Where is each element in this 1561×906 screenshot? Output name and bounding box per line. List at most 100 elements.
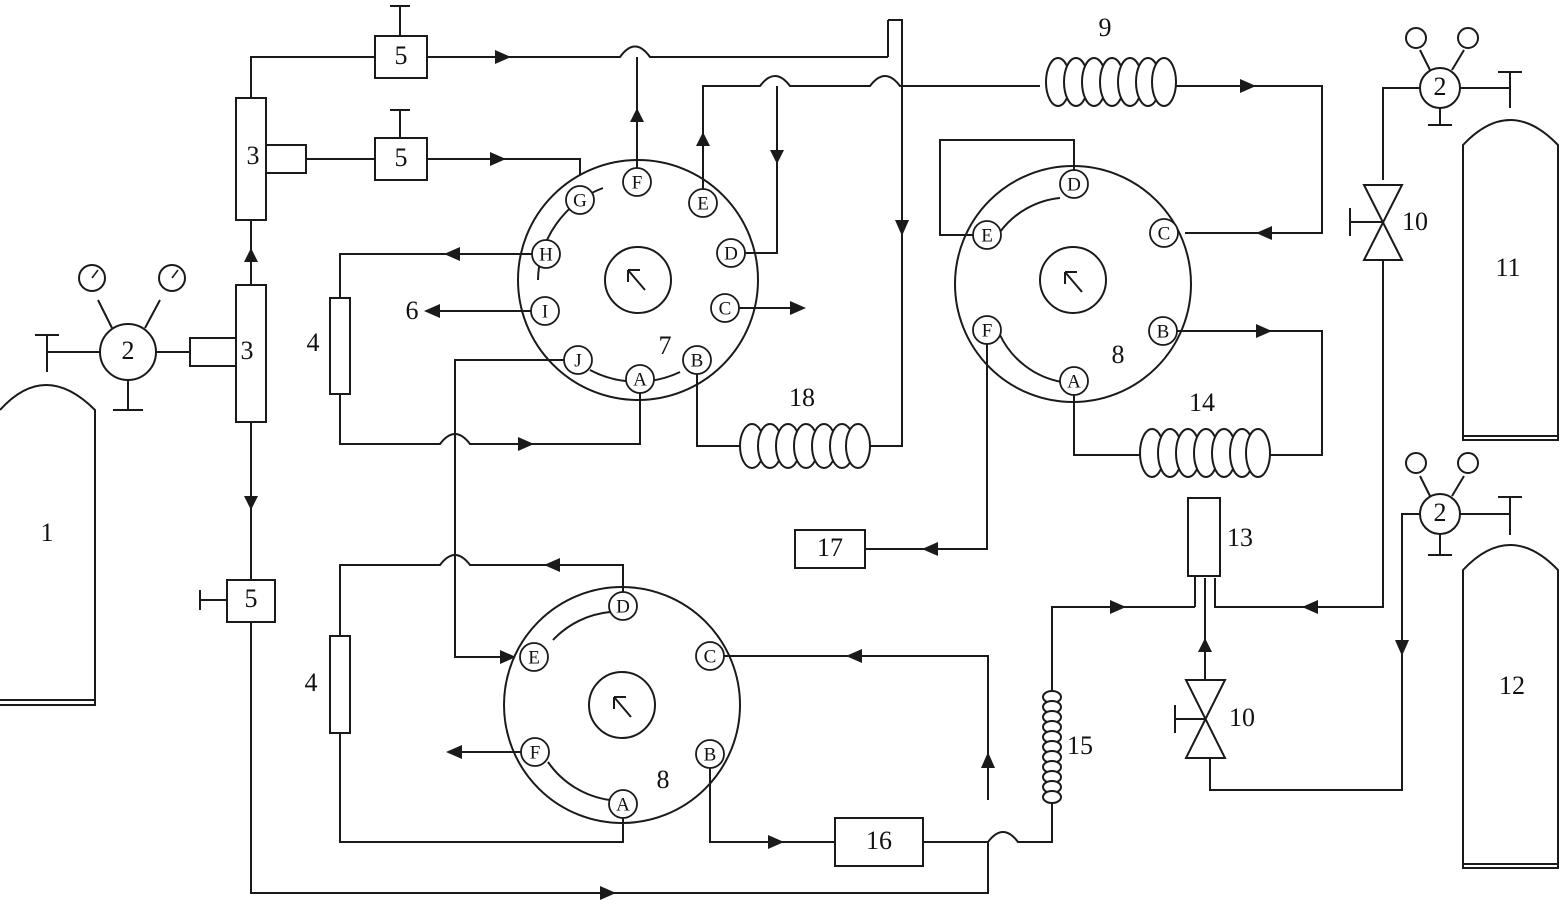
tee-label: 3	[241, 336, 254, 365]
valve-8l-port-D: D	[608, 591, 638, 621]
svg-text:F: F	[632, 173, 643, 194]
cylinder-1-label: 1	[41, 518, 54, 547]
valve-8l-port-A: A	[608, 789, 638, 819]
cylinder-12-label: 12	[1499, 671, 1525, 700]
valve-7-port-F: F	[622, 167, 652, 197]
svg-text:I: I	[542, 302, 548, 323]
svg-text:A: A	[616, 795, 630, 816]
svg-text:C: C	[719, 299, 732, 320]
detector-17: 17	[794, 529, 866, 569]
svg-text:E: E	[697, 194, 709, 215]
coil-9-label: 9	[1099, 13, 1112, 42]
needle-valve-label: 10	[1229, 703, 1255, 732]
svg-text:E: E	[981, 226, 993, 247]
detector-17-label: 17	[817, 533, 843, 562]
flow-controller-label: 5	[395, 143, 408, 172]
valve-8l-port-C: C	[695, 641, 725, 671]
coil-9: 9	[1045, 13, 1177, 107]
tee-label: 3	[247, 141, 260, 170]
gas-cylinder-11: 11	[1462, 71, 1559, 441]
needle-valve-10-upper: 10	[1349, 184, 1428, 261]
svg-text:C: C	[704, 647, 717, 668]
detector-16-label: 16	[866, 826, 892, 855]
vent-6-label: 6	[406, 296, 419, 325]
svg-text:B: B	[1157, 322, 1170, 343]
valve-7-port-G: G	[565, 185, 595, 215]
regulator-label: 2	[1434, 498, 1447, 527]
rotor-arrow-icon	[627, 269, 646, 291]
tee-connector-upper: 3	[235, 97, 307, 221]
valve-8u-port-B: B	[1148, 316, 1178, 346]
pressure-gauge-icon	[1457, 452, 1479, 474]
flow-controller-label: 5	[395, 41, 408, 70]
column-label: 4	[307, 328, 320, 357]
valve-8l-port-B: B	[695, 739, 725, 769]
pressure-regulator-left: 2	[47, 264, 190, 411]
svg-text:D: D	[1067, 175, 1081, 196]
column-4-upper: 4	[307, 297, 351, 395]
needle-valve-10-lower: 10	[1174, 679, 1255, 759]
svg-text:D: D	[616, 597, 630, 618]
svg-text:A: A	[633, 370, 647, 391]
regulator-label: 2	[1434, 72, 1447, 101]
valve-8l-port-E: E	[519, 642, 549, 672]
valve-8u-port-A: A	[1059, 366, 1089, 396]
flow-controller-top: 5	[374, 5, 428, 79]
coil-18: 18	[739, 383, 871, 469]
pressure-gauge-icon	[1405, 27, 1427, 49]
flow-controller-bottom: 5	[199, 579, 276, 623]
rotor-arrow-icon	[613, 696, 632, 718]
mixing-unit-13: 13	[1187, 497, 1253, 607]
coil-15: 15	[1042, 690, 1093, 804]
gas-cylinder-1: 1	[0, 334, 96, 706]
valve-7-port-D: D	[716, 238, 746, 268]
svg-text:G: G	[573, 191, 587, 212]
pressure-regulator-bottom-right: 2	[1405, 452, 1510, 556]
valve-7-port-J: J	[563, 345, 593, 375]
valve-8u-port-D: D	[1059, 169, 1089, 199]
svg-text:B: B	[691, 351, 704, 372]
coil-14-label: 14	[1189, 388, 1215, 417]
valve-8u-port-F: F	[972, 315, 1002, 345]
svg-text:A: A	[1067, 372, 1081, 393]
coil-15-label: 15	[1067, 731, 1093, 760]
column-label: 4	[305, 668, 318, 697]
valve-8-label: 8	[657, 765, 670, 794]
valve-8l-port-F: F	[520, 737, 550, 767]
svg-text:B: B	[704, 745, 717, 766]
six-port-valve-8-lower: 8	[503, 586, 741, 824]
detector-16: 16	[834, 817, 924, 867]
coil-14: 14	[1139, 388, 1271, 478]
valve-7-port-B: B	[682, 345, 712, 375]
valve-7-port-E: E	[688, 188, 718, 218]
svg-text:F: F	[530, 743, 541, 764]
flow-controller-middle: 5	[374, 109, 428, 181]
pressure-gauge-icon	[1405, 452, 1427, 474]
valve-7-port-I: I	[530, 296, 560, 326]
needle-valve-label: 10	[1402, 207, 1428, 236]
cylinder-11-label: 11	[1495, 253, 1520, 282]
svg-text:E: E	[528, 648, 540, 669]
gas-cylinder-12: 12	[1462, 496, 1559, 869]
valve-7-port-C: C	[710, 293, 740, 323]
flow-controller-label: 5	[245, 584, 258, 613]
valve-7-label: 7	[659, 331, 672, 360]
valve-7-port-H: H	[531, 239, 561, 269]
pressure-regulator-top-right: 2	[1405, 27, 1510, 126]
coil-18-label: 18	[789, 383, 815, 412]
unit-13-label: 13	[1227, 523, 1253, 552]
valve-8u-port-C: C	[1149, 218, 1179, 248]
pressure-gauge-icon	[1457, 27, 1479, 49]
valve-7-port-A: A	[625, 364, 655, 394]
svg-text:J: J	[574, 351, 581, 372]
six-port-valve-8-upper: 8	[954, 165, 1192, 403]
svg-text:H: H	[539, 245, 553, 266]
svg-text:F: F	[982, 321, 993, 342]
svg-text:C: C	[1158, 224, 1171, 245]
valve-8-label: 8	[1112, 340, 1125, 369]
regulator-label: 2	[122, 336, 135, 365]
column-4-lower: 4	[305, 635, 351, 734]
tee-connector-lower: 3	[189, 284, 267, 423]
svg-text:D: D	[724, 244, 738, 265]
